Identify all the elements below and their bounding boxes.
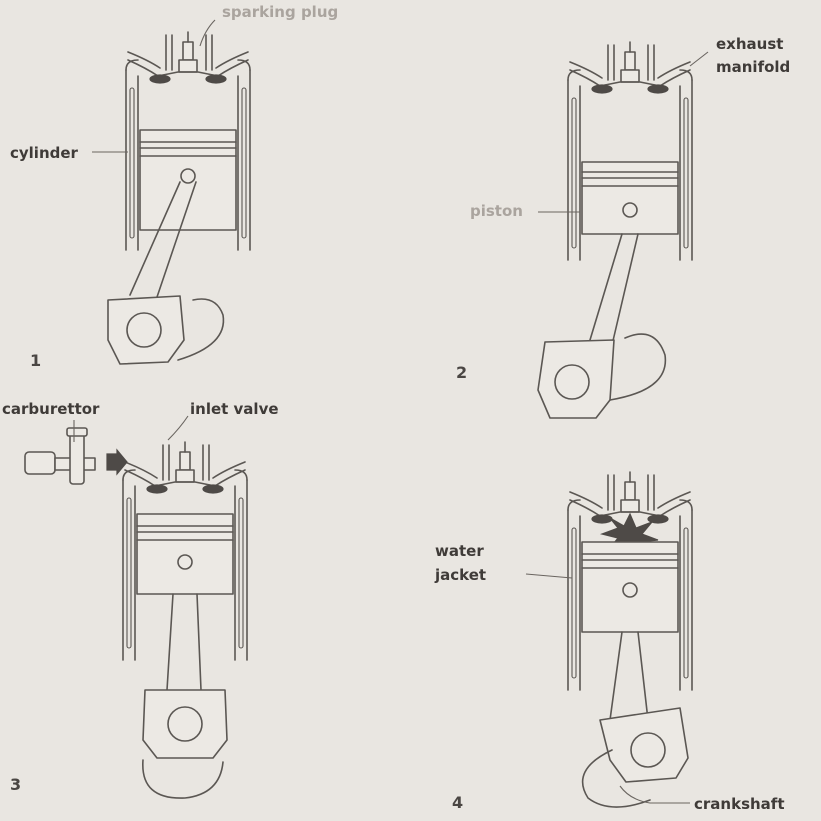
label-water: water — [435, 542, 484, 560]
label-sparking-plug: sparking plug — [222, 3, 338, 21]
stage-number-2: 2 — [456, 363, 467, 382]
label-inlet-valve: inlet valve — [190, 400, 279, 418]
label-jacket: jacket — [434, 566, 486, 584]
stage-number-4: 4 — [452, 793, 463, 812]
stage-1-diagram — [107, 31, 251, 365]
leader-lines — [73, 19, 709, 804]
carburettor-device — [24, 427, 128, 485]
stage-number-3: 3 — [10, 775, 21, 794]
stage-number-1: 1 — [30, 351, 41, 370]
stage-4-diagram — [567, 471, 693, 808]
label-carburettor: carburettor — [2, 400, 100, 418]
label-cylinder: cylinder — [10, 144, 79, 162]
label-manifold: manifold — [716, 58, 790, 76]
stage-2-diagram — [537, 41, 693, 419]
stage-3-diagram — [24, 427, 248, 799]
label-piston: piston — [470, 202, 523, 220]
label-exhaust: exhaust — [716, 35, 783, 53]
label-crankshaft: crankshaft — [694, 795, 785, 813]
